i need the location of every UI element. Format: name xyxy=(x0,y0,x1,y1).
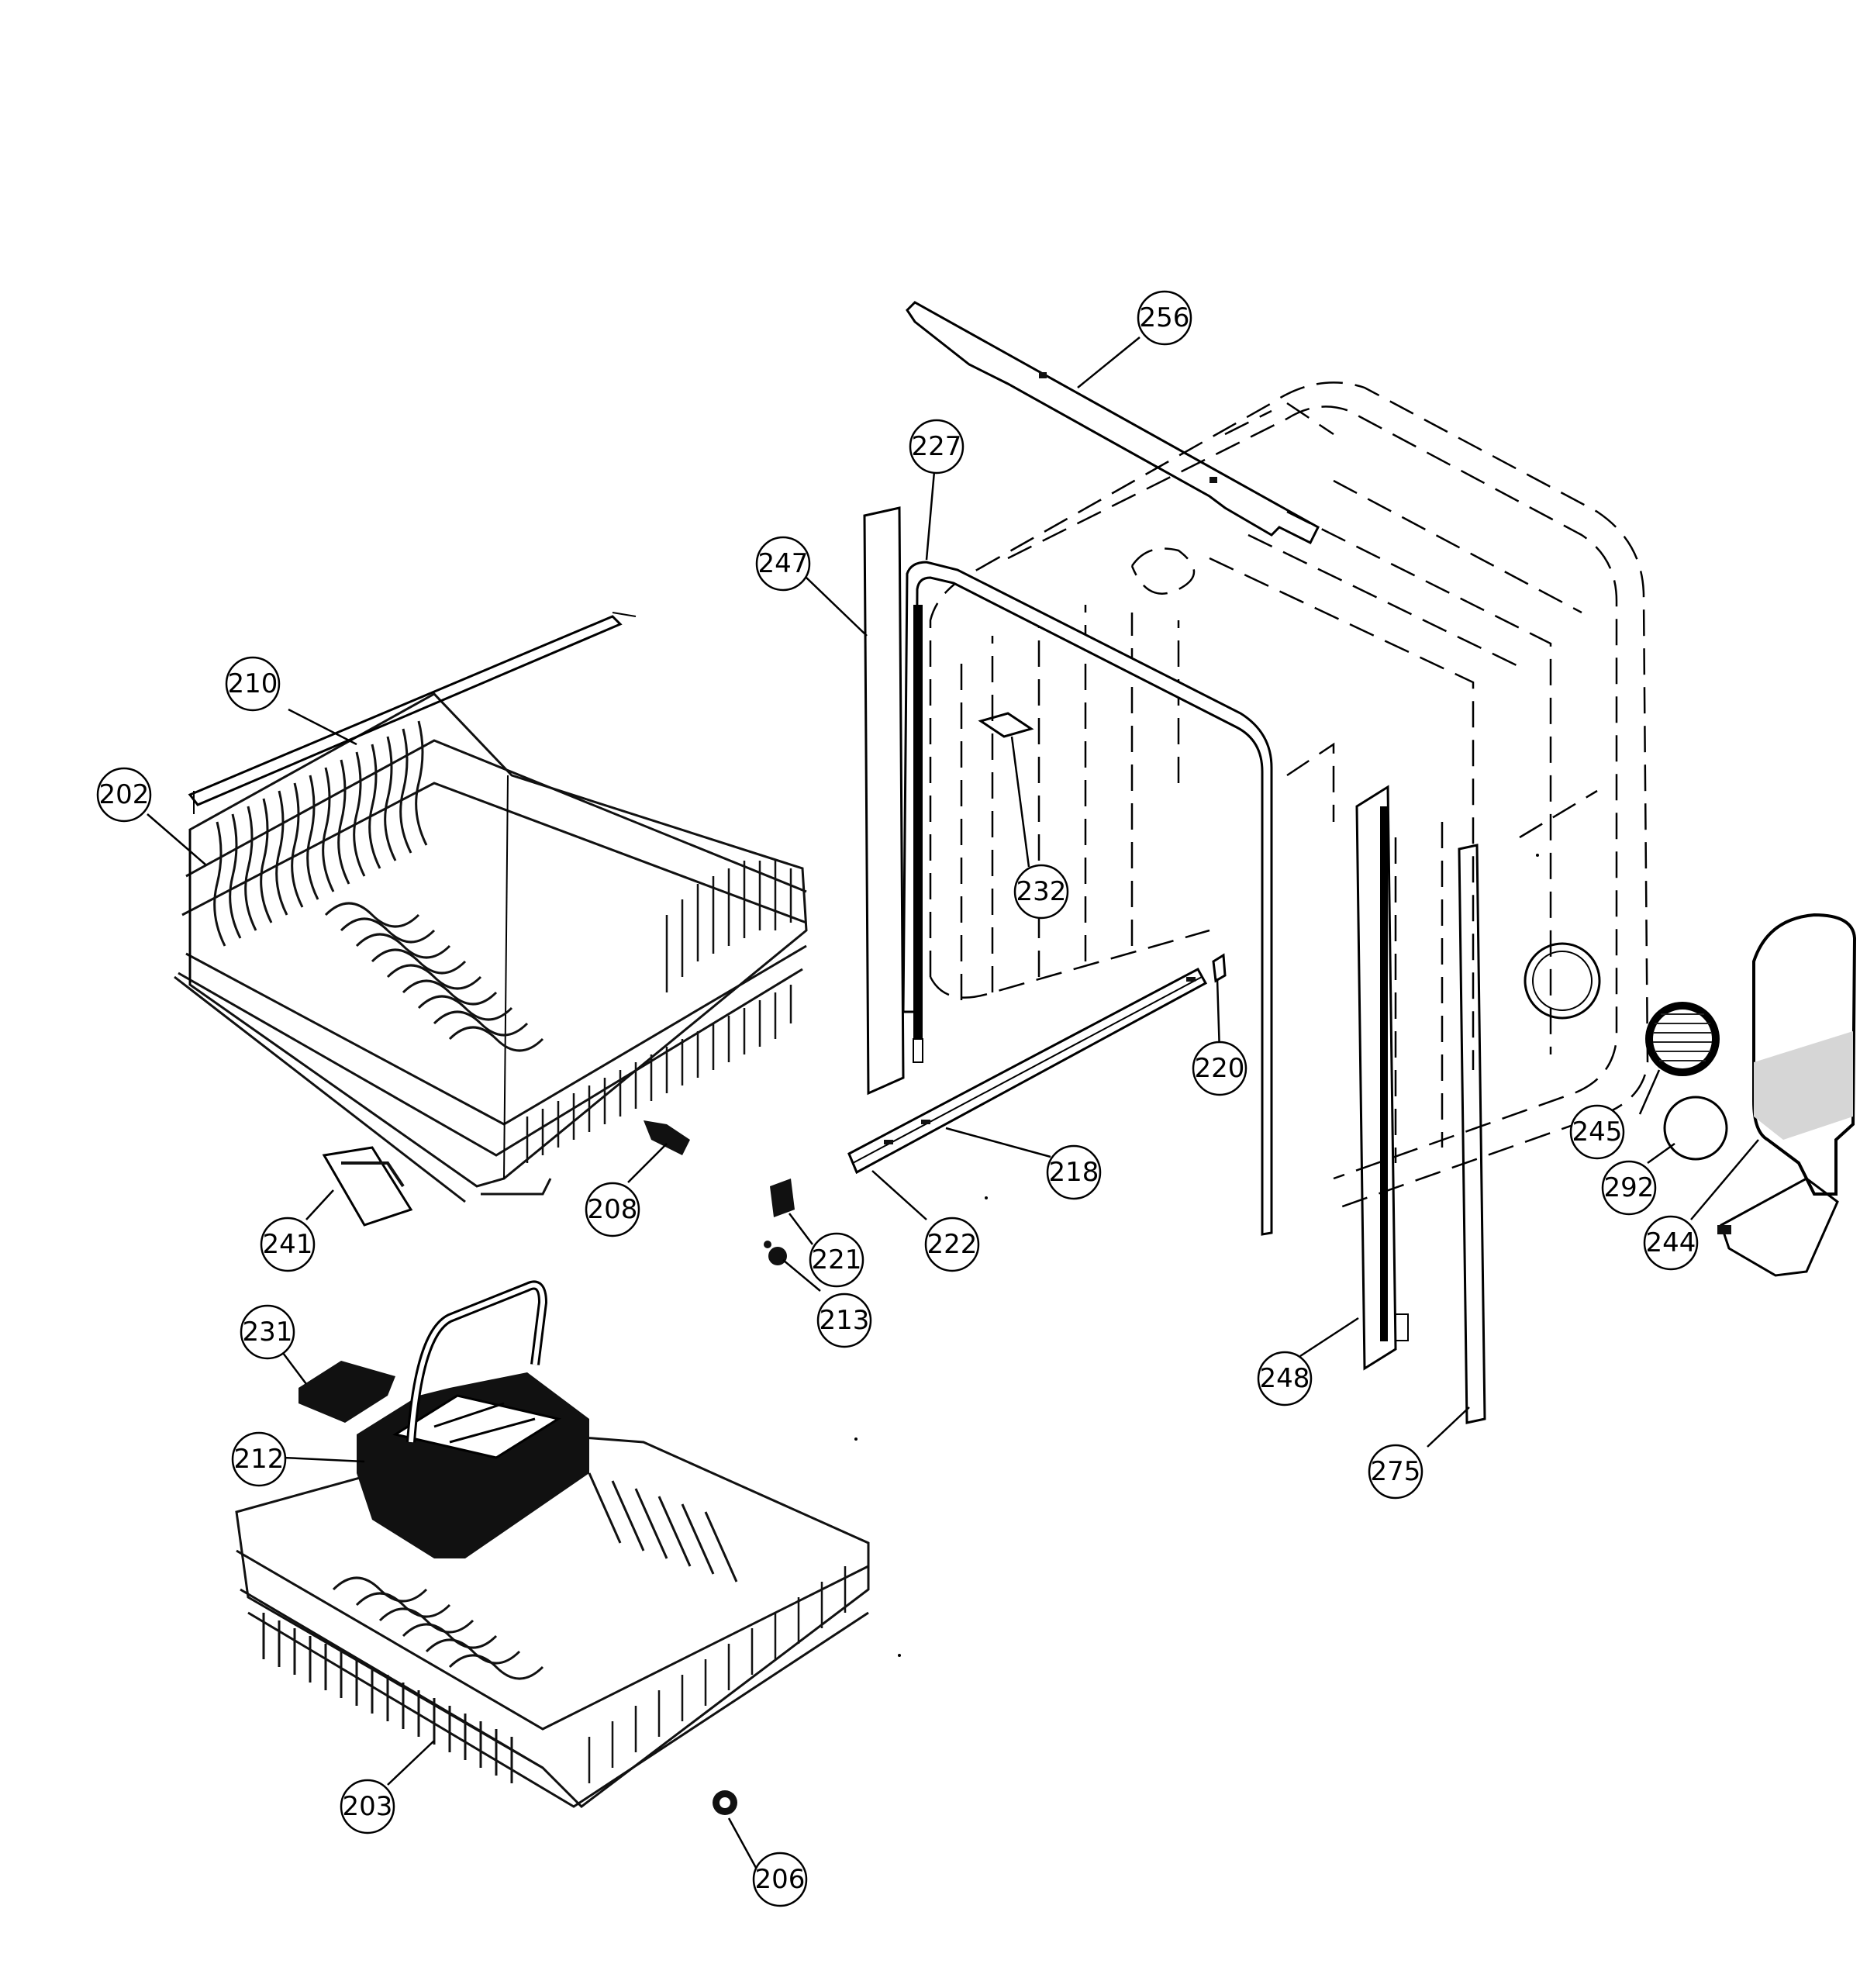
callout-212: 212 xyxy=(231,1431,287,1487)
label-241 xyxy=(322,1146,413,1227)
callout-222: 222 xyxy=(924,1217,980,1272)
callout-231: 231 xyxy=(240,1304,295,1360)
callout-247: 247 xyxy=(755,536,811,592)
callout-213-label: 213 xyxy=(820,1305,870,1336)
callout-212-label: 212 xyxy=(234,1444,285,1475)
callout-244: 244 xyxy=(1643,1215,1699,1271)
side-strip-247 xyxy=(863,506,923,1096)
clip-208 xyxy=(644,1120,690,1155)
callout-244-label: 244 xyxy=(1646,1227,1696,1258)
callout-275-label: 275 xyxy=(1371,1456,1421,1487)
callout-220: 220 xyxy=(1192,1041,1247,1096)
stop-221 xyxy=(770,1179,795,1217)
wheel-206 xyxy=(713,1790,737,1815)
callout-221: 221 xyxy=(809,1232,864,1288)
callout-232: 232 xyxy=(1013,864,1069,920)
upper-rack-tines xyxy=(213,720,544,1052)
callout-206-label: 206 xyxy=(755,1864,806,1895)
callout-208: 208 xyxy=(585,1182,640,1237)
bracket-232 xyxy=(978,712,1034,738)
callout-210-label: 210 xyxy=(228,668,278,699)
callout-247-label: 247 xyxy=(758,548,809,579)
tub-outline xyxy=(929,381,1649,1211)
callout-256-label: 256 xyxy=(1140,302,1190,333)
callout-232-label: 232 xyxy=(1016,876,1067,907)
rail-210 xyxy=(188,612,637,814)
callout-222-label: 222 xyxy=(927,1229,978,1260)
top-rail-256 xyxy=(906,301,1320,545)
wheel-213 xyxy=(764,1241,787,1265)
callout-241-label: 241 xyxy=(263,1229,313,1260)
callout-248: 248 xyxy=(1257,1351,1313,1406)
lid-231 xyxy=(298,1361,395,1423)
cover-244 xyxy=(1717,913,1857,1277)
callout-203-label: 203 xyxy=(343,1791,393,1822)
callout-218-label: 218 xyxy=(1049,1157,1099,1188)
strip-275 xyxy=(1458,844,1486,1424)
rack-rail-218-222 xyxy=(847,967,1208,1175)
callout-218: 218 xyxy=(1046,1144,1102,1200)
callout-202-label: 202 xyxy=(99,779,150,810)
side-strip-248 xyxy=(1355,785,1409,1371)
leader-lines xyxy=(147,337,1759,1876)
callout-227: 227 xyxy=(909,419,965,475)
callout-208-label: 208 xyxy=(588,1194,638,1225)
callout-241: 241 xyxy=(260,1217,316,1272)
callout-227-label: 227 xyxy=(912,431,962,462)
door-gasket-227 xyxy=(902,561,1273,1236)
vent-245 xyxy=(1645,1002,1720,1076)
callout-220-label: 220 xyxy=(1195,1053,1245,1084)
basket-212 xyxy=(357,1280,589,1558)
clip-220 xyxy=(1212,953,1227,983)
callout-203: 203 xyxy=(340,1779,395,1834)
callout-292-label: 292 xyxy=(1604,1172,1655,1203)
callout-210: 210 xyxy=(225,656,281,712)
callout-206: 206 xyxy=(752,1852,808,1907)
seal-292 xyxy=(1663,1096,1728,1161)
callout-292: 292 xyxy=(1601,1160,1657,1216)
callout-202: 202 xyxy=(96,767,152,823)
callout-221-label: 221 xyxy=(812,1244,862,1275)
upper-rack-202 xyxy=(174,692,808,1203)
upper-rack-side-grid xyxy=(526,861,792,1163)
callout-256: 256 xyxy=(1137,290,1192,346)
callout-245-label: 245 xyxy=(1572,1117,1623,1148)
callout-213: 213 xyxy=(816,1293,872,1348)
lower-rack-side-grid xyxy=(588,1566,847,1783)
lower-rack-203 xyxy=(235,1433,870,1808)
callout-275: 275 xyxy=(1368,1444,1423,1500)
callout-248-label: 248 xyxy=(1260,1363,1310,1394)
callout-245: 245 xyxy=(1569,1104,1625,1160)
lower-rack-tines xyxy=(262,1472,738,1783)
callout-231-label: 231 xyxy=(243,1317,293,1348)
